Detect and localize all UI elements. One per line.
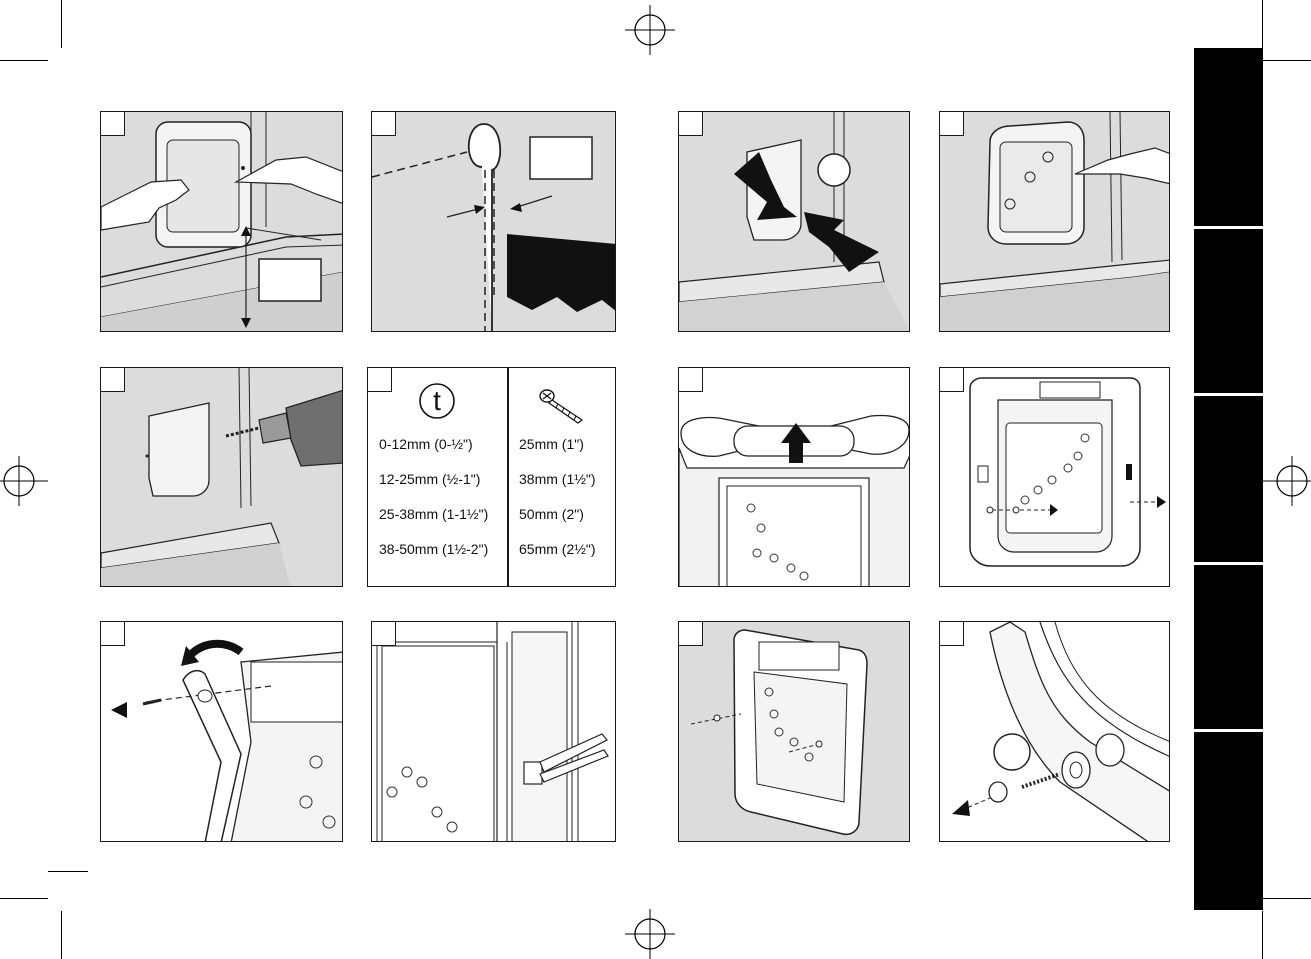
thickness-symbol: t: [426, 381, 448, 421]
screw-length-value: 38mm (1½"): [519, 471, 596, 487]
thickness-value: 0-12mm (0-½"): [379, 436, 473, 452]
drill-illustration: [101, 368, 343, 587]
step-number-box: [939, 621, 964, 646]
step-panel-7: [678, 367, 910, 587]
crop-mark: [61, 911, 62, 959]
crosshair-icon: [0, 456, 48, 506]
template-position-illustration: [679, 112, 910, 332]
step-panel-11: [678, 621, 910, 842]
thickness-value: 25-38mm (1-1½"): [379, 506, 488, 522]
step-number-box: [678, 621, 703, 646]
remove-cover-illustration: [101, 622, 343, 842]
crop-mark: [0, 60, 48, 61]
crop-mark: [48, 871, 88, 872]
step-number-box: [100, 111, 125, 136]
thickness-value: 12-25mm (½-1"): [379, 471, 480, 487]
crop-mark: [1263, 898, 1311, 899]
fix-frame-illustration: [679, 622, 910, 842]
section-tab: [1194, 565, 1263, 729]
pliers-illustration: [372, 622, 616, 842]
step-panel-10: [371, 621, 616, 842]
step-number-box: [678, 111, 703, 136]
lift-illustration: [679, 368, 910, 587]
thickness-value: 38-50mm (1½-2"): [379, 541, 488, 557]
step-number-box: [100, 621, 125, 646]
step-panel-9: [100, 621, 343, 842]
crop-mark: [1262, 911, 1263, 959]
screw-icon: [538, 386, 586, 426]
crop-mark: [1263, 60, 1311, 61]
section-tab: [1194, 732, 1263, 910]
step-panel-5: [100, 367, 343, 587]
step-panel-1: [100, 111, 343, 332]
step-panel-3: [678, 111, 910, 332]
crop-mark: [61, 0, 62, 48]
screw-table-panel: t 0-12mm (0-½") 12-25mm (½-1") 25-38mm (…: [367, 367, 616, 587]
step-number-box: [939, 111, 964, 136]
step-number-box: [939, 367, 964, 392]
crop-mark: [1262, 0, 1263, 48]
step-panel-4: [939, 111, 1170, 332]
screw-length-value: 65mm (2½"): [519, 541, 596, 557]
step-panel-8: [939, 367, 1170, 587]
screw-length-value: 50mm (2"): [519, 506, 584, 522]
step-number-box: [371, 111, 396, 136]
frame-screws-illustration: [940, 368, 1170, 587]
step-panel-12: [939, 621, 1170, 842]
step-number-box: [371, 621, 396, 646]
step-number-box: [678, 367, 703, 392]
mark-holes-illustration: [940, 112, 1170, 332]
latch-illustration: [940, 622, 1170, 842]
step-number-box: [100, 367, 125, 392]
crosshair-icon: [625, 5, 675, 55]
crosshair-icon: [625, 909, 675, 959]
section-tab: [1194, 229, 1263, 393]
crosshair-icon: [1263, 456, 1311, 506]
crop-mark: [0, 898, 48, 899]
section-tab: [1194, 48, 1263, 226]
step-number-box: [367, 367, 392, 392]
table-divider: [507, 368, 509, 587]
step-panel-2: [371, 111, 616, 332]
section-tab: [1194, 396, 1263, 562]
screw-length-value: 25mm (1"): [519, 436, 584, 452]
measure-height-illustration: [101, 112, 343, 332]
thickness-section-illustration: [372, 112, 616, 332]
